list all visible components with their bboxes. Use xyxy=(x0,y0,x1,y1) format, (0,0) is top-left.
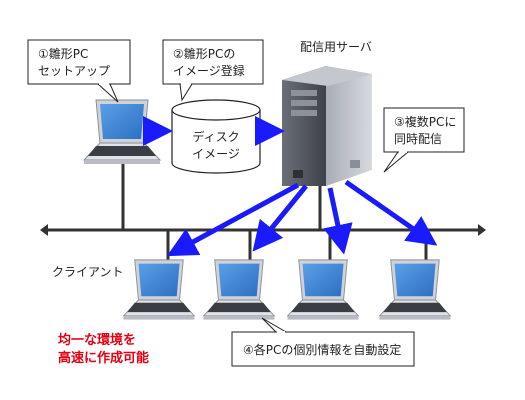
highlight-line1: 均一な環境を xyxy=(58,332,136,348)
callout-multicast-line1: ③複数PCに xyxy=(394,114,456,129)
callout-auto-config xyxy=(231,317,415,367)
callout-setup-line2: セットアップ xyxy=(38,64,110,78)
callout-template-setup xyxy=(27,39,131,103)
disk-image-cylinder xyxy=(171,99,261,174)
disk-image-label-line2: イメージ xyxy=(192,147,240,161)
client-laptop-1 xyxy=(123,259,195,321)
callout-image-register xyxy=(162,39,264,102)
arrow-to-client-1 xyxy=(166,182,300,257)
disk-image-label-line1: ディスク xyxy=(192,129,239,144)
arrow-to-client-4 xyxy=(344,179,438,246)
distribution-server xyxy=(282,66,372,186)
client-label: クライアント xyxy=(52,265,124,279)
server-label: 配信用サーバ xyxy=(300,40,372,54)
callout-register-line2: イメージ登録 xyxy=(173,63,245,78)
client-laptops xyxy=(123,259,451,321)
arrow-to-client-3 xyxy=(323,187,353,255)
highlight-line2: 高速に作成可能 xyxy=(58,350,149,366)
template-pc-laptop xyxy=(83,99,161,165)
network-bus xyxy=(40,162,486,262)
client-laptop-3 xyxy=(287,259,359,321)
callout-auto-config-text: ④各PCの個別情報を自動設定 xyxy=(243,342,401,357)
flow-arrows xyxy=(143,116,438,257)
client-laptop-2 xyxy=(203,259,275,321)
arrow-to-client-2 xyxy=(252,184,308,252)
client-laptop-4 xyxy=(379,259,451,321)
callout-multicast-line2: 同時配信 xyxy=(394,132,442,146)
callout-setup-line1: ①雛形PC xyxy=(38,46,88,61)
callout-register-line1: ②雛形PCの xyxy=(173,46,235,61)
callout-multicast xyxy=(383,107,465,173)
